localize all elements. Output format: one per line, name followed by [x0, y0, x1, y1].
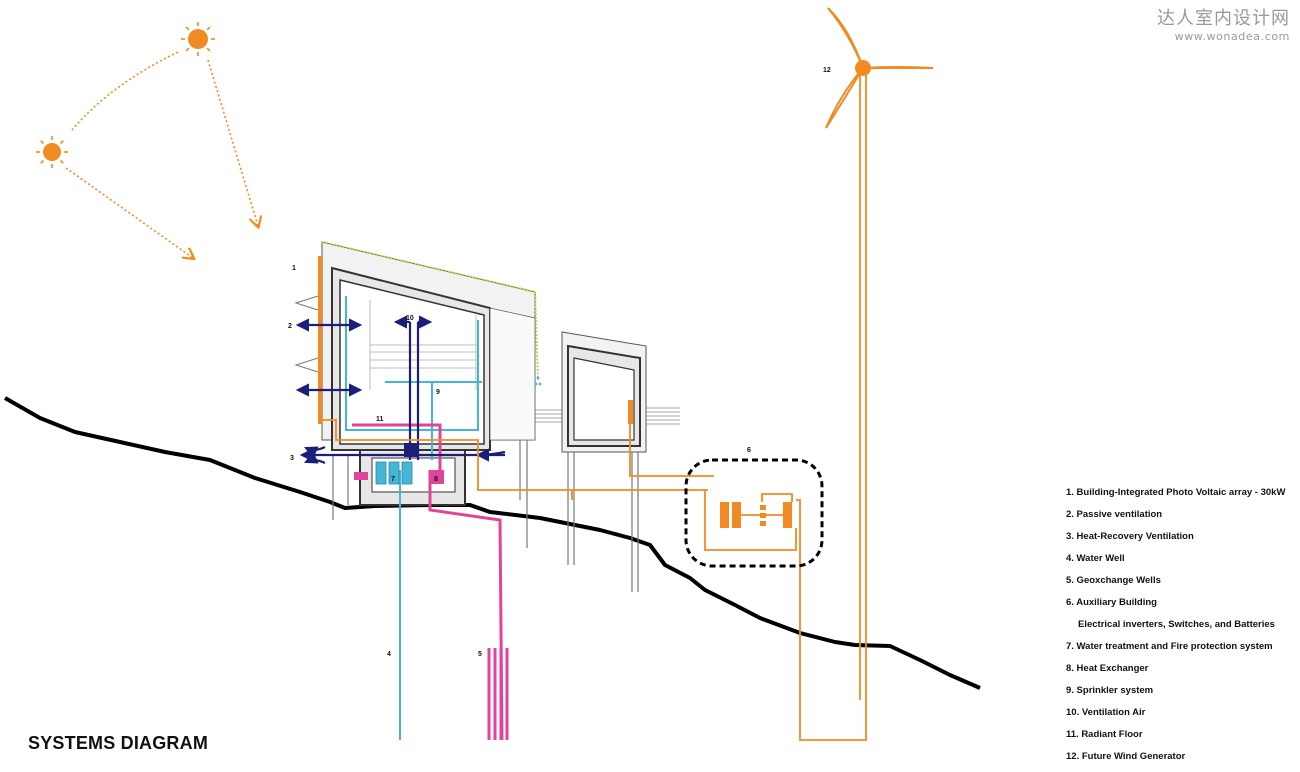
legend-item: 6. Auxiliary Building — [1066, 597, 1157, 608]
watermark: 达人室内设计网 www.wonadea.com — [1157, 4, 1290, 43]
sun-icon — [36, 136, 68, 168]
legend-item: 4. Water Well — [1066, 553, 1125, 564]
sun-icon — [181, 22, 215, 56]
callout-1: 1 — [292, 265, 296, 272]
legend-item: 8. Heat Exchanger — [1066, 663, 1149, 674]
sun-path — [36, 22, 258, 258]
callout-11: 11 — [376, 416, 384, 423]
legend-item: 5. Geoxchange Wells — [1066, 575, 1161, 586]
legend-item: 3. Heat-Recovery Ventilation — [1066, 531, 1194, 542]
legend-item: 9. Sprinkler system — [1066, 685, 1154, 696]
watermark-text: 达人室内设计网 — [1157, 8, 1290, 29]
callout-4: 4 — [387, 651, 391, 658]
legend: 1. Building-Integrated Photo Voltaic arr… — [1066, 486, 1285, 772]
callout-2: 2 — [288, 323, 292, 330]
legend-item: 12. Future Wind Generator — [1066, 751, 1186, 762]
wind-turbine — [825, 7, 934, 129]
callout-labels: 1 2 3 4 5 6 7 8 9 10 11 12 — [288, 67, 831, 658]
callout-5: 5 — [478, 651, 482, 658]
callout-6: 6 — [747, 447, 751, 454]
diagram-title: SYSTEMS DIAGRAM — [28, 733, 209, 753]
legend-item: 2. Passive ventilation — [1066, 509, 1163, 520]
callout-9: 9 — [436, 389, 440, 396]
ground-line — [4, 396, 981, 690]
main-building — [294, 241, 562, 741]
legend-item: 7. Water treatment and Fire protection s… — [1066, 641, 1273, 652]
legend-item: 11. Radiant Floor — [1066, 729, 1143, 740]
callout-10: 10 — [406, 315, 414, 322]
legend-item: 10. Ventilation Air — [1066, 707, 1146, 718]
callout-12: 12 — [823, 67, 831, 74]
power-lines — [320, 75, 867, 741]
callout-7: 7 — [391, 476, 395, 483]
watermark-url: www.wonadea.com — [1174, 30, 1290, 43]
legend-subitem: Electrical inverters, Switches, and Batt… — [1078, 619, 1275, 630]
callout-8: 8 — [434, 476, 438, 483]
legend-item: 1. Building-Integrated Photo Voltaic arr… — [1066, 487, 1286, 498]
electrical-equipment — [684, 458, 824, 568]
auxiliary-building — [561, 331, 680, 592]
callout-3: 3 — [290, 455, 294, 462]
